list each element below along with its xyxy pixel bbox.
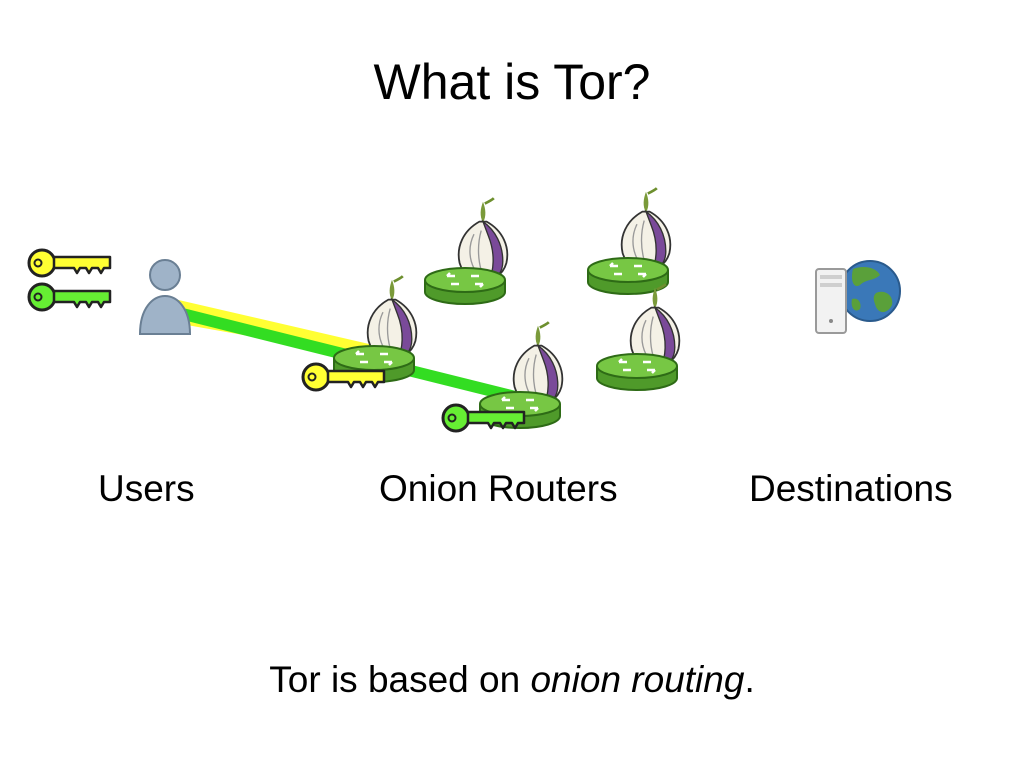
user-icon: [138, 259, 192, 335]
onion-routers-label: Onion Routers: [379, 468, 618, 509]
server-globe-icon: [815, 260, 901, 334]
caption-suffix: .: [744, 659, 755, 700]
slide-caption: Tor is based on onion routing.: [0, 656, 1024, 704]
destinations-label: Destinations: [749, 468, 953, 509]
onion-router-icon: [586, 186, 672, 296]
users-label: Users: [98, 468, 195, 509]
slide-title: What is Tor?: [373, 54, 651, 110]
user-key-green-icon: [27, 282, 112, 312]
onion-router-icon: [332, 274, 418, 384]
caption-prefix: Tor is based on: [269, 659, 531, 700]
circuit-path-yellow: [170, 298, 395, 362]
user-key-yellow-icon: [27, 248, 112, 278]
onion-router-icon: [423, 196, 509, 306]
caption-emphasis: onion routing: [530, 659, 745, 700]
onion-router-icon: [595, 282, 681, 392]
